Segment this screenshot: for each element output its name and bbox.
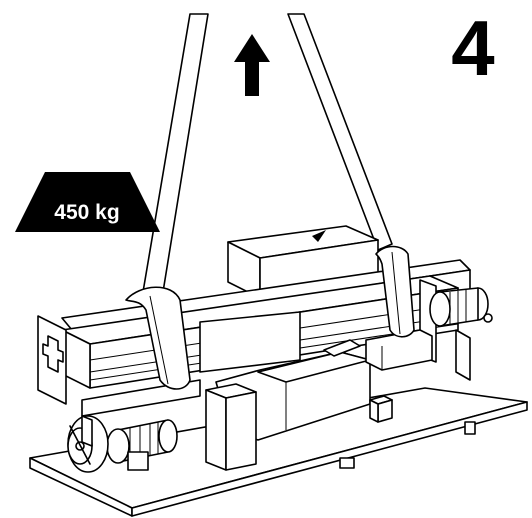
right-bracket (365, 329, 433, 371)
lifting-slings (142, 13, 393, 293)
left-strap-loop (125, 286, 191, 390)
left-end-plate (37, 315, 67, 405)
left-bracket (81, 379, 201, 447)
right-motor (429, 287, 493, 327)
right-strap-loop (375, 245, 415, 338)
step-number: 4 (451, 4, 495, 92)
small-block (369, 395, 393, 423)
pallet-base (29, 387, 528, 517)
left-motor (106, 419, 178, 471)
weight-label: 450 kg (54, 201, 119, 224)
weight-badge: 450 kg (15, 172, 160, 232)
front-upright (205, 383, 257, 471)
up-arrow-icon (234, 34, 270, 96)
